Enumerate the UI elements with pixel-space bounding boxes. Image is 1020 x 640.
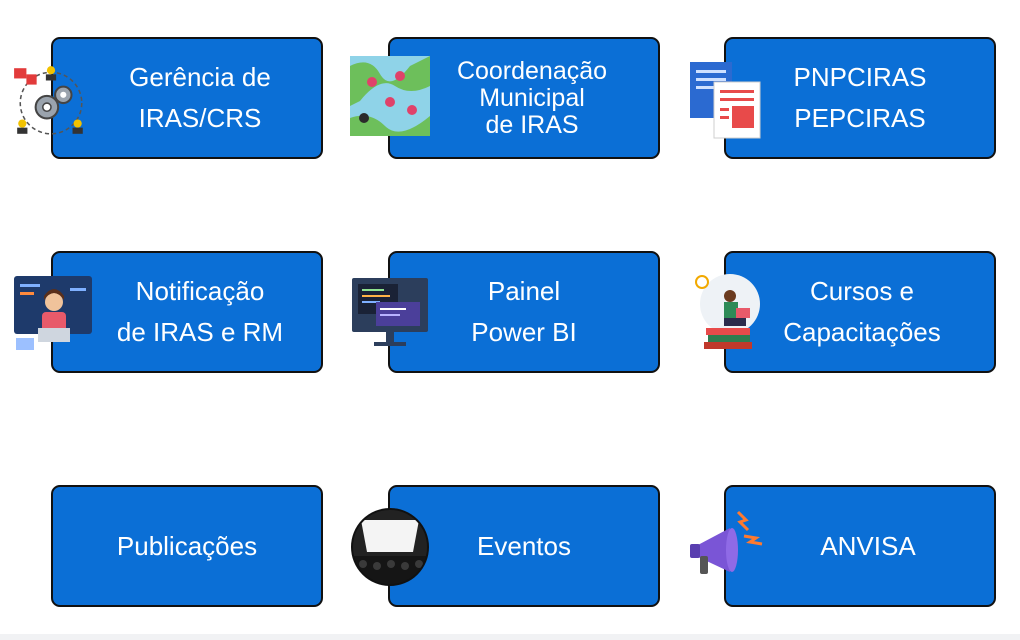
tile-label-line: PNPCIRAS — [793, 62, 927, 92]
tile-label-line: Municipal — [479, 83, 585, 112]
team-gears-icon — [10, 60, 92, 142]
student-books-icon — [686, 268, 766, 352]
tile-label-line: Painel — [487, 276, 561, 306]
tile-publicacoes[interactable]: Publicações — [51, 485, 323, 607]
tile-label-line: Cursos e — [809, 276, 915, 306]
tile-label-line: Gerência de — [129, 62, 271, 92]
tile-gerencia-iras-crs[interactable]: Gerência de IRAS/CRS — [51, 37, 323, 159]
tile-label-line: de IRAS e RM — [116, 317, 284, 347]
tile-pnpciras-pepciras[interactable]: PNPCIRAS PEPCIRAS — [724, 37, 996, 159]
tile-eventos[interactable]: Eventos — [388, 485, 660, 607]
tile-notificacao[interactable]: Notificação de IRAS e RM — [51, 251, 323, 373]
tile-label-line: Publicações — [116, 530, 258, 561]
person-laptop-icon — [14, 272, 94, 352]
tile-label-line: Coordenação — [456, 56, 608, 85]
megaphone-icon — [686, 506, 766, 588]
tile-painel-power-bi[interactable]: Painel Power BI — [388, 251, 660, 373]
tile-label-line: Capacitações — [783, 317, 941, 347]
tile-coordenacao-municipal[interactable]: Coordenação Municipal de IRAS — [388, 37, 660, 159]
auditorium-icon — [351, 508, 429, 586]
tile-label-line: Eventos — [477, 530, 571, 561]
tile-label-line: IRAS/CRS — [138, 103, 262, 133]
tile-cursos-capacitacoes[interactable]: Cursos e Capacitações — [724, 251, 996, 373]
tile-label-line: PEPCIRAS — [794, 103, 926, 133]
tile-label-line: ANVISA — [820, 530, 916, 561]
tile-anvisa[interactable]: ANVISA — [724, 485, 996, 607]
map-pins-icon — [350, 56, 430, 136]
tile-label-line: Power BI — [471, 317, 577, 347]
page-bottom-strip — [0, 634, 1020, 640]
code-monitor-icon — [350, 272, 430, 352]
tile-label-line: de IRAS — [485, 110, 579, 139]
documents-icon — [688, 58, 764, 140]
tile-label-line: Notificação — [135, 276, 265, 306]
